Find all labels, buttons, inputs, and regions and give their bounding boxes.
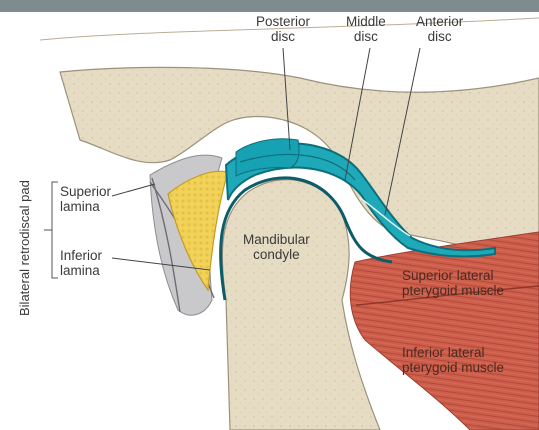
top-bar <box>0 0 539 12</box>
inferior-lateral-pterygoid-label: Inferior lateral pterygoid muscle <box>402 345 504 375</box>
inferior-lamina-label: Inferior lamina <box>60 248 102 278</box>
middle-disc-label: Middle disc <box>346 14 386 44</box>
posterior-disc-label: Posterior disc <box>256 14 310 44</box>
mandibular-condyle-label: Mandibular condyle <box>243 232 310 262</box>
bilateral-retrodiscal-pad-label: Bilateral retrodiscal pad <box>17 156 32 316</box>
retrodiscal-bracket <box>44 182 58 278</box>
anterior-disc-label: Anterior disc <box>416 14 463 44</box>
superior-lamina-label: Superior lamina <box>60 184 111 214</box>
superior-lateral-pterygoid-label: Superior lateral pterygoid muscle <box>402 268 504 298</box>
lateral-pterygoid-muscle <box>350 232 539 430</box>
